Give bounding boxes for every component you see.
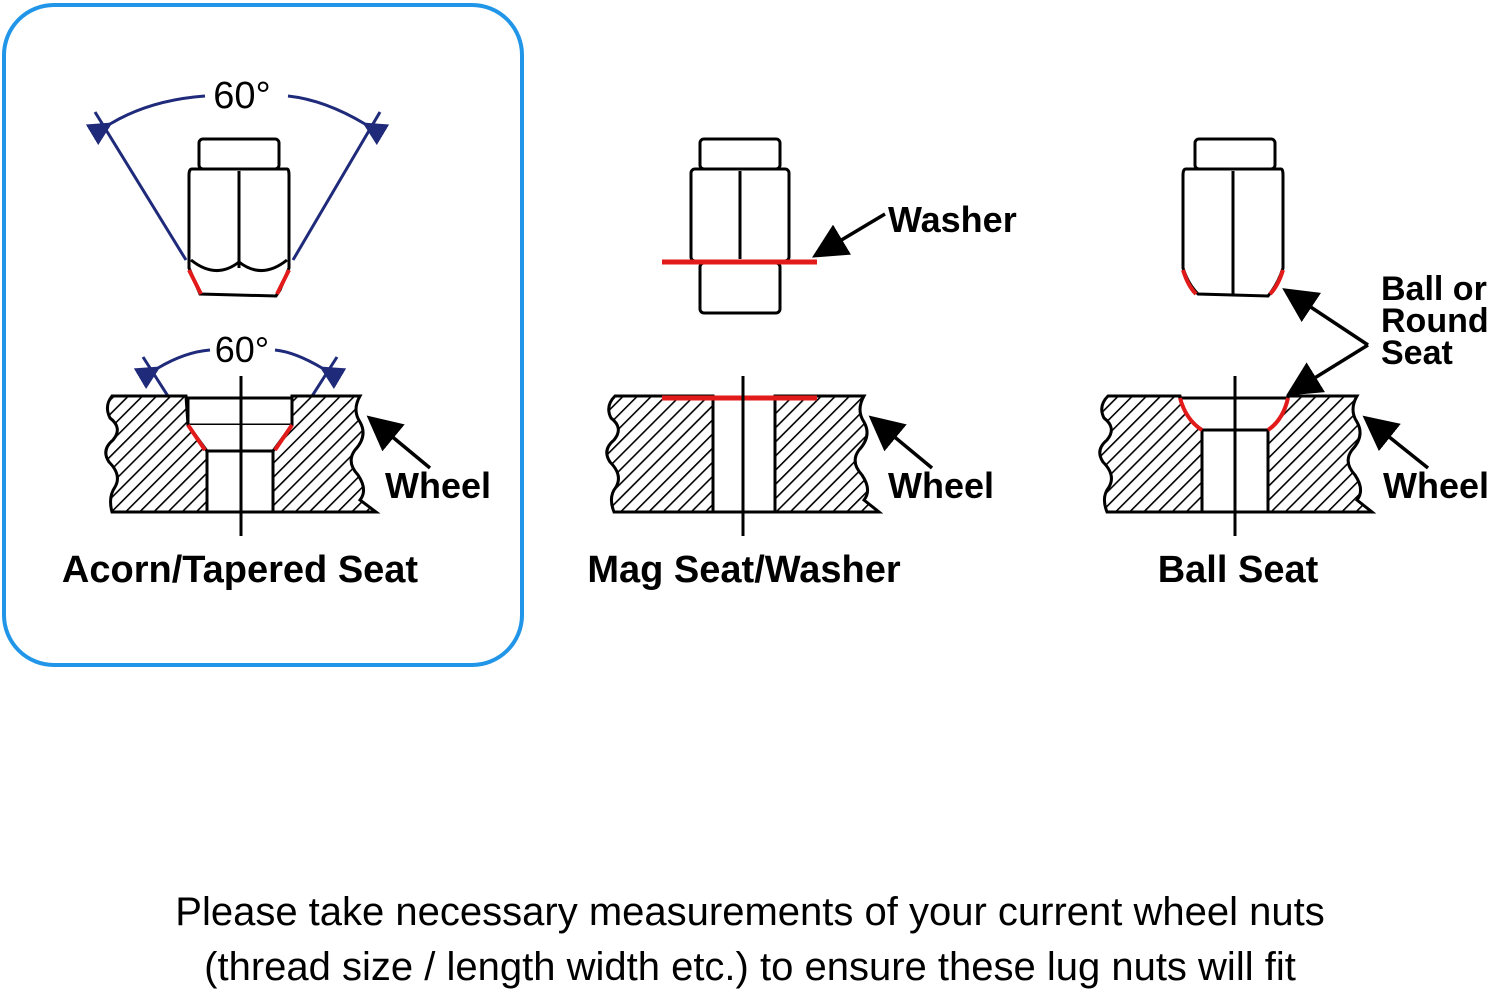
panel-title-acorn: Acorn/Tapered Seat xyxy=(62,549,419,591)
panel-ball: Ball or Round Seat Wheel Ball Seat xyxy=(1098,137,1498,591)
wheel-section-acorn xyxy=(104,376,381,536)
footer-line-1: Please take necessary measurements of yo… xyxy=(175,890,1325,934)
wheel-arrow-mag xyxy=(868,415,934,470)
wheel-label-mag: Wheel xyxy=(888,465,994,506)
highlight-frame xyxy=(2,3,524,667)
panel-acorn: 60° 60° xyxy=(2,3,524,667)
seat-arrow-wheel xyxy=(1286,343,1369,396)
seat-label-line-3: Seat xyxy=(1381,334,1453,372)
wheel-label-acorn: Wheel xyxy=(385,465,491,506)
washer-label: Washer xyxy=(888,199,1017,240)
angle-indicator-top xyxy=(85,94,390,261)
mag-nut xyxy=(689,137,791,315)
washer-arrow xyxy=(811,212,886,258)
panel-mag: Washer Wheel Mag Seat/Washer xyxy=(587,137,1017,591)
seat-label-line-2: Round xyxy=(1381,302,1489,340)
ball-nut-seat xyxy=(1181,269,1285,296)
acorn-nut xyxy=(187,137,291,298)
seat-arrow-nut xyxy=(1282,288,1369,347)
angle-label-bottom: 60° xyxy=(215,329,269,370)
acorn-nut-seat xyxy=(187,269,291,295)
seat-label: Ball or Round Seat xyxy=(1381,270,1498,372)
wheel-arrow-ball xyxy=(1362,415,1430,470)
wheel-arrow-acorn xyxy=(366,415,432,470)
ball-nut xyxy=(1181,137,1285,298)
wheel-section-mag xyxy=(605,376,884,536)
panel-title-mag: Mag Seat/Washer xyxy=(587,549,900,591)
wheel-section-ball xyxy=(1098,376,1377,536)
footer-line-2: (thread size / length width etc.) to ens… xyxy=(204,945,1296,989)
wheel-label-ball: Wheel xyxy=(1383,465,1489,506)
seat-label-line-1: Ball or xyxy=(1381,270,1487,308)
angle-label-top: 60° xyxy=(213,75,270,117)
panel-title-ball: Ball Seat xyxy=(1158,549,1319,591)
